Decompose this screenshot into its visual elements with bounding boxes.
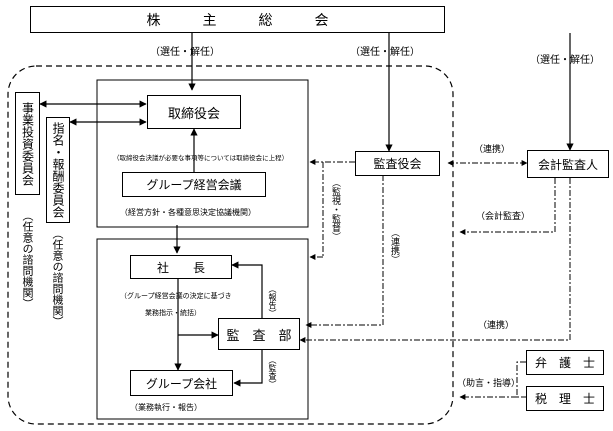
advisory-committee-label: 事業投資委員会 bbox=[20, 101, 35, 186]
accounting-audit-label: （会計監査） bbox=[476, 212, 531, 222]
board-note: （取締役会決議が必要な事項等については取締役会に上程） bbox=[113, 154, 289, 162]
cooperation-label-2: （連携） bbox=[389, 228, 399, 264]
accounting-auditor-label: 会計監査人 bbox=[537, 157, 598, 172]
nomination-committee-note: （任意の諮問機関） bbox=[51, 228, 64, 327]
lawyer-box: 弁 護 士 bbox=[526, 350, 604, 375]
president-label: 社 長 bbox=[156, 260, 205, 275]
nomination-committee-label: 指名・報酬委員会 bbox=[51, 122, 65, 218]
report-label: （報告） bbox=[268, 285, 277, 317]
advisory-committee-note: （任意の諮問機関） bbox=[21, 210, 34, 309]
accounting-auditor-box: 会計監査人 bbox=[527, 150, 609, 178]
shareholders-meeting-label: 株 主 総 会 bbox=[146, 12, 329, 29]
cooperation-label-3: （連携） bbox=[478, 321, 515, 331]
advisory-committee-box: 事業投資委員会 bbox=[15, 92, 40, 195]
company-boundary bbox=[7, 65, 454, 425]
lawyer-label: 弁 護 士 bbox=[534, 356, 595, 370]
group-mgmt-council-box: グループ経営会議 bbox=[122, 172, 266, 197]
group-mgmt-council-note: （経営方針・各種意思決定協議機関） bbox=[120, 208, 256, 217]
audit-dept-box: 監 査 部 bbox=[218, 318, 300, 350]
nomination-committee-box: 指名・報酬委員会 bbox=[46, 117, 70, 223]
audit-label: （監査） bbox=[268, 356, 277, 388]
audit-board-label: 監査役会 bbox=[373, 157, 422, 171]
president-note-2: 業務指示・統括） bbox=[145, 309, 201, 317]
elect-label-3: （選任・解任） bbox=[530, 55, 600, 66]
group-companies-box: グループ会社 bbox=[130, 370, 233, 396]
supervision-label: （監視・監督） bbox=[330, 178, 340, 241]
shareholders-meeting-box: 株 主 総 会 bbox=[30, 6, 445, 33]
board-label: 取締役会 bbox=[167, 106, 220, 122]
tax-accountant-label: 税 理 士 bbox=[534, 392, 595, 406]
group-companies-note: （業務執行・報告） bbox=[130, 403, 202, 412]
president-box: 社 長 bbox=[130, 255, 232, 279]
executive-group-frame bbox=[96, 238, 309, 420]
tax-accountant-box: 税 理 士 bbox=[526, 386, 604, 411]
group-mgmt-council-label: グループ経営会議 bbox=[146, 178, 242, 192]
audit-dept-label: 監 査 部 bbox=[226, 328, 292, 344]
board-box: 取締役会 bbox=[147, 95, 241, 129]
board-group-frame bbox=[96, 79, 309, 228]
elect-label-2: （選任・解任） bbox=[350, 47, 420, 58]
cooperation-label-1: （連携） bbox=[474, 145, 511, 155]
audit-board-box: 監査役会 bbox=[355, 151, 440, 176]
advice-label: （助言・指導） bbox=[457, 379, 521, 389]
elect-label-1: （選任・解任） bbox=[150, 47, 220, 58]
president-note-1: （グループ経営会議の決定に基づき bbox=[120, 292, 232, 300]
group-companies-label: グループ会社 bbox=[145, 376, 218, 391]
